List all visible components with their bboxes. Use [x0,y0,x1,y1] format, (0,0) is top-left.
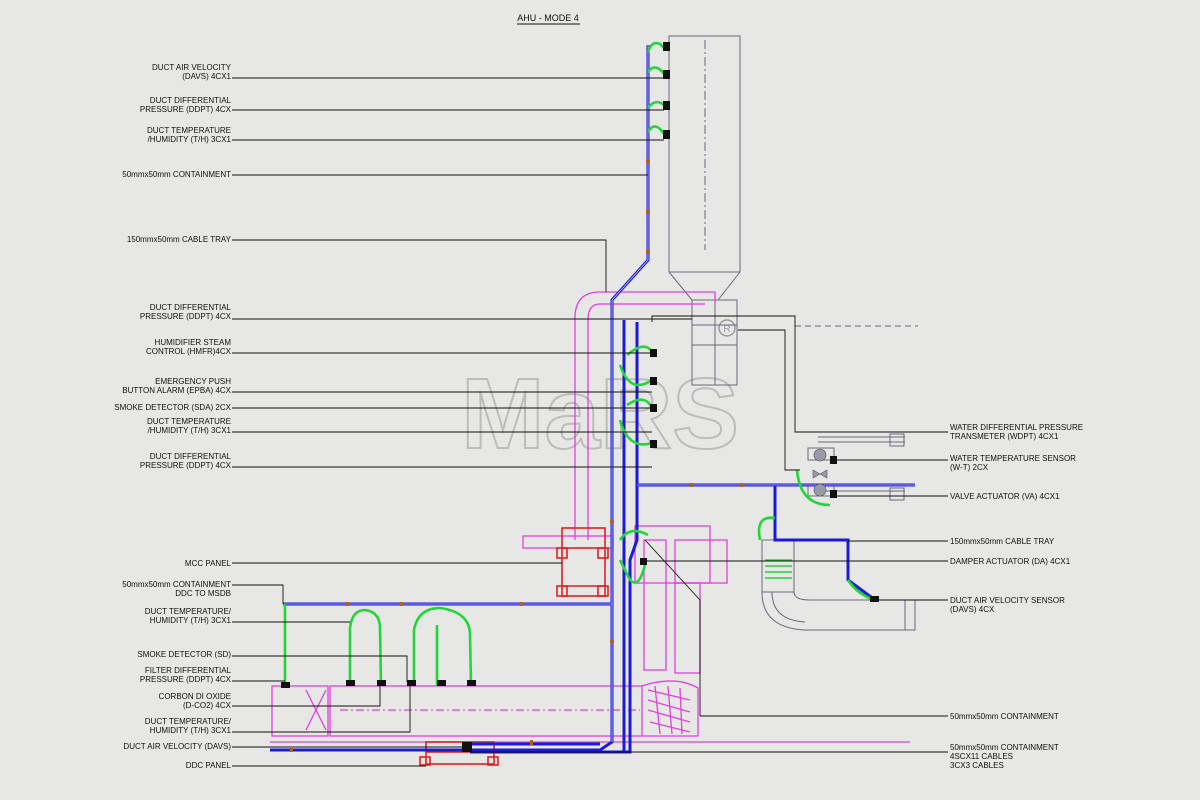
callout-th-1: DUCT TEMPERATURE/HUMIDITY (T/H) 3CX1 [147,126,232,144]
callout-line: CORBON DI OXIDE [159,692,231,701]
callout-line: WATER TEMPERATURE SENSOR [950,454,1076,463]
callout-ddc: DDC PANEL [186,761,232,770]
callout-line: DUCT AIR VELOCITY [152,63,232,72]
callout-line: HUMIDIFIER STEAM [155,338,232,347]
callout-va: VALVE ACTUATOR (VA) 4CX1 [950,492,1060,501]
callout-line: /HUMIDITY (T/H) 3CX1 [148,426,232,435]
callout-line: HUMIDITY (T/H) 3CX1 [150,726,232,735]
callout-line: DUCT AIR VELOCITY (DAVS) [123,742,231,751]
left-leader-lines [232,77,692,767]
callout-line: EMERGENCY PUSH [155,377,231,386]
callout-line: DUCT DIFFERENTIAL [150,452,232,461]
mcc-panel-drawing [556,527,609,597]
callout-wt: WATER TEMPERATURE SENSOR(W-T) 2CX [950,454,1076,472]
callout-line: MCC PANEL [185,559,232,568]
callout-line: (DAVS) 4CX [950,605,995,614]
containment-couplers [290,160,743,752]
callout-davs-2: DUCT AIR VELOCITY (DAVS) [123,742,231,751]
callout-line: DDC TO MSDB [175,589,231,598]
callout-line: PRESSURE (DDPT) 4CX [140,312,232,321]
callout-line: 50mmx50mm CONTAINMENT [122,170,231,179]
callout-line: VALVE ACTUATOR (VA) 4CX1 [950,492,1060,501]
supply-duct-vertical [668,35,741,386]
callout-line: (W-T) 2CX [950,463,989,472]
callout-line: 150mmx50mm CABLE TRAY [127,235,232,244]
field-sensor-markers [281,42,879,752]
callout-line: WATER DIFFERENTIAL PRESSURE [950,423,1083,432]
valve-body-icon [812,448,828,497]
callout-davs-1: DUCT AIR VELOCITY(DAVS) 4CX1 [152,63,232,81]
callout-line: 50mmx50mm CONTAINMENT [950,743,1059,752]
callout-line: DUCT TEMPERATURE [147,126,231,135]
callout-line: HUMIDITY (T/H) 3CX1 [150,616,232,625]
callout-line: DUCT AIR VELOCITY SENSOR [950,596,1065,605]
magenta-duct-network [270,291,910,743]
registered-mark-icon [718,319,736,337]
callout-da: DAMPER ACTUATOR (DA) 4CX1 [950,557,1071,566]
callout-line: SMOKE DETECTOR (SDA) 2CX [114,403,231,412]
callout-co2: CORBON DI OXIDE(D-CO2) 4CX [159,692,232,710]
callout-line: BUTTON ALARM (EPBA) 4CX [122,386,231,395]
registered-mark-letter: R [723,324,730,335]
callout-line: FILTER DIFFERENTIAL [145,666,232,675]
callout-line: 4SCX11 CABLES [950,752,1013,761]
diagram-title: AHU - MODE 4 [517,13,579,23]
callout-tray-1: 150mmx50mm CABLE TRAY [127,235,232,244]
callout-line: (D-CO2) 4CX [183,701,232,710]
callout-line: PRESSURE (DDPT) 4CX [140,105,232,114]
callout-line: PRESSURE (DDPT) 4CX [140,461,232,470]
callout-cont-1: 50mmx50mm CONTAINMENT [122,170,231,179]
callout-line: DUCT TEMPERATURE/ [145,717,232,726]
right-leader-lines [470,315,948,753]
callout-line: DUCT DIFFERENTIAL [150,96,232,105]
callout-line: DUCT TEMPERATURE/ [145,607,232,616]
return-duct-fan-section [761,539,916,631]
callout-tray-2: 150mmx50mm CABLE TRAY [950,537,1055,546]
callout-line: DDC PANEL [186,761,232,770]
callout-line: CONTROL (HMFR)4CX [146,347,232,356]
callout-line: 150mmx50mm CABLE TRAY [950,537,1055,546]
callout-line: 50mmx50mm CONTAINMENT [950,712,1059,721]
callout-line: TRANSMETER (WDPT) 4CX1 [950,432,1059,441]
callout-line: PRESSURE (DDPT) 4CX [140,675,232,684]
callout-cont-2: 50mmx50mm CONTAINMENT [950,712,1059,721]
callout-line: SMOKE DETECTOR (SD) [137,650,231,659]
callout-sd: SMOKE DETECTOR (SD) [137,650,231,659]
green-flex-conduits [283,41,876,686]
callout-th-3: DUCT TEMPERATURE/HUMIDITY (T/H) 3CX1 [145,607,232,625]
callout-line: 50mmx50mm CONTAINMENT [122,580,231,589]
callout-line: DUCT TEMPERATURE [147,417,231,426]
callout-line: DAMPER ACTUATOR (DA) 4CX1 [950,557,1071,566]
callout-line: /HUMIDITY (T/H) 3CX1 [148,135,232,144]
watermark-logo: MaRS [461,358,739,470]
callout-th-2: DUCT TEMPERATURE/HUMIDITY (T/H) 3CX1 [147,417,232,435]
callout-sda: SMOKE DETECTOR (SDA) 2CX [114,403,231,412]
callout-mcc: MCC PANEL [185,559,232,568]
callout-line: DUCT DIFFERENTIAL [150,303,232,312]
callout-davs-3: DUCT AIR VELOCITY SENSOR(DAVS) 4CX [950,596,1065,614]
callout-line: (DAVS) 4CX1 [182,72,231,81]
callout-th-4: DUCT TEMPERATURE/HUMIDITY (T/H) 3CX1 [145,717,232,735]
callout-line: 3CX3 CABLES [950,761,1004,770]
